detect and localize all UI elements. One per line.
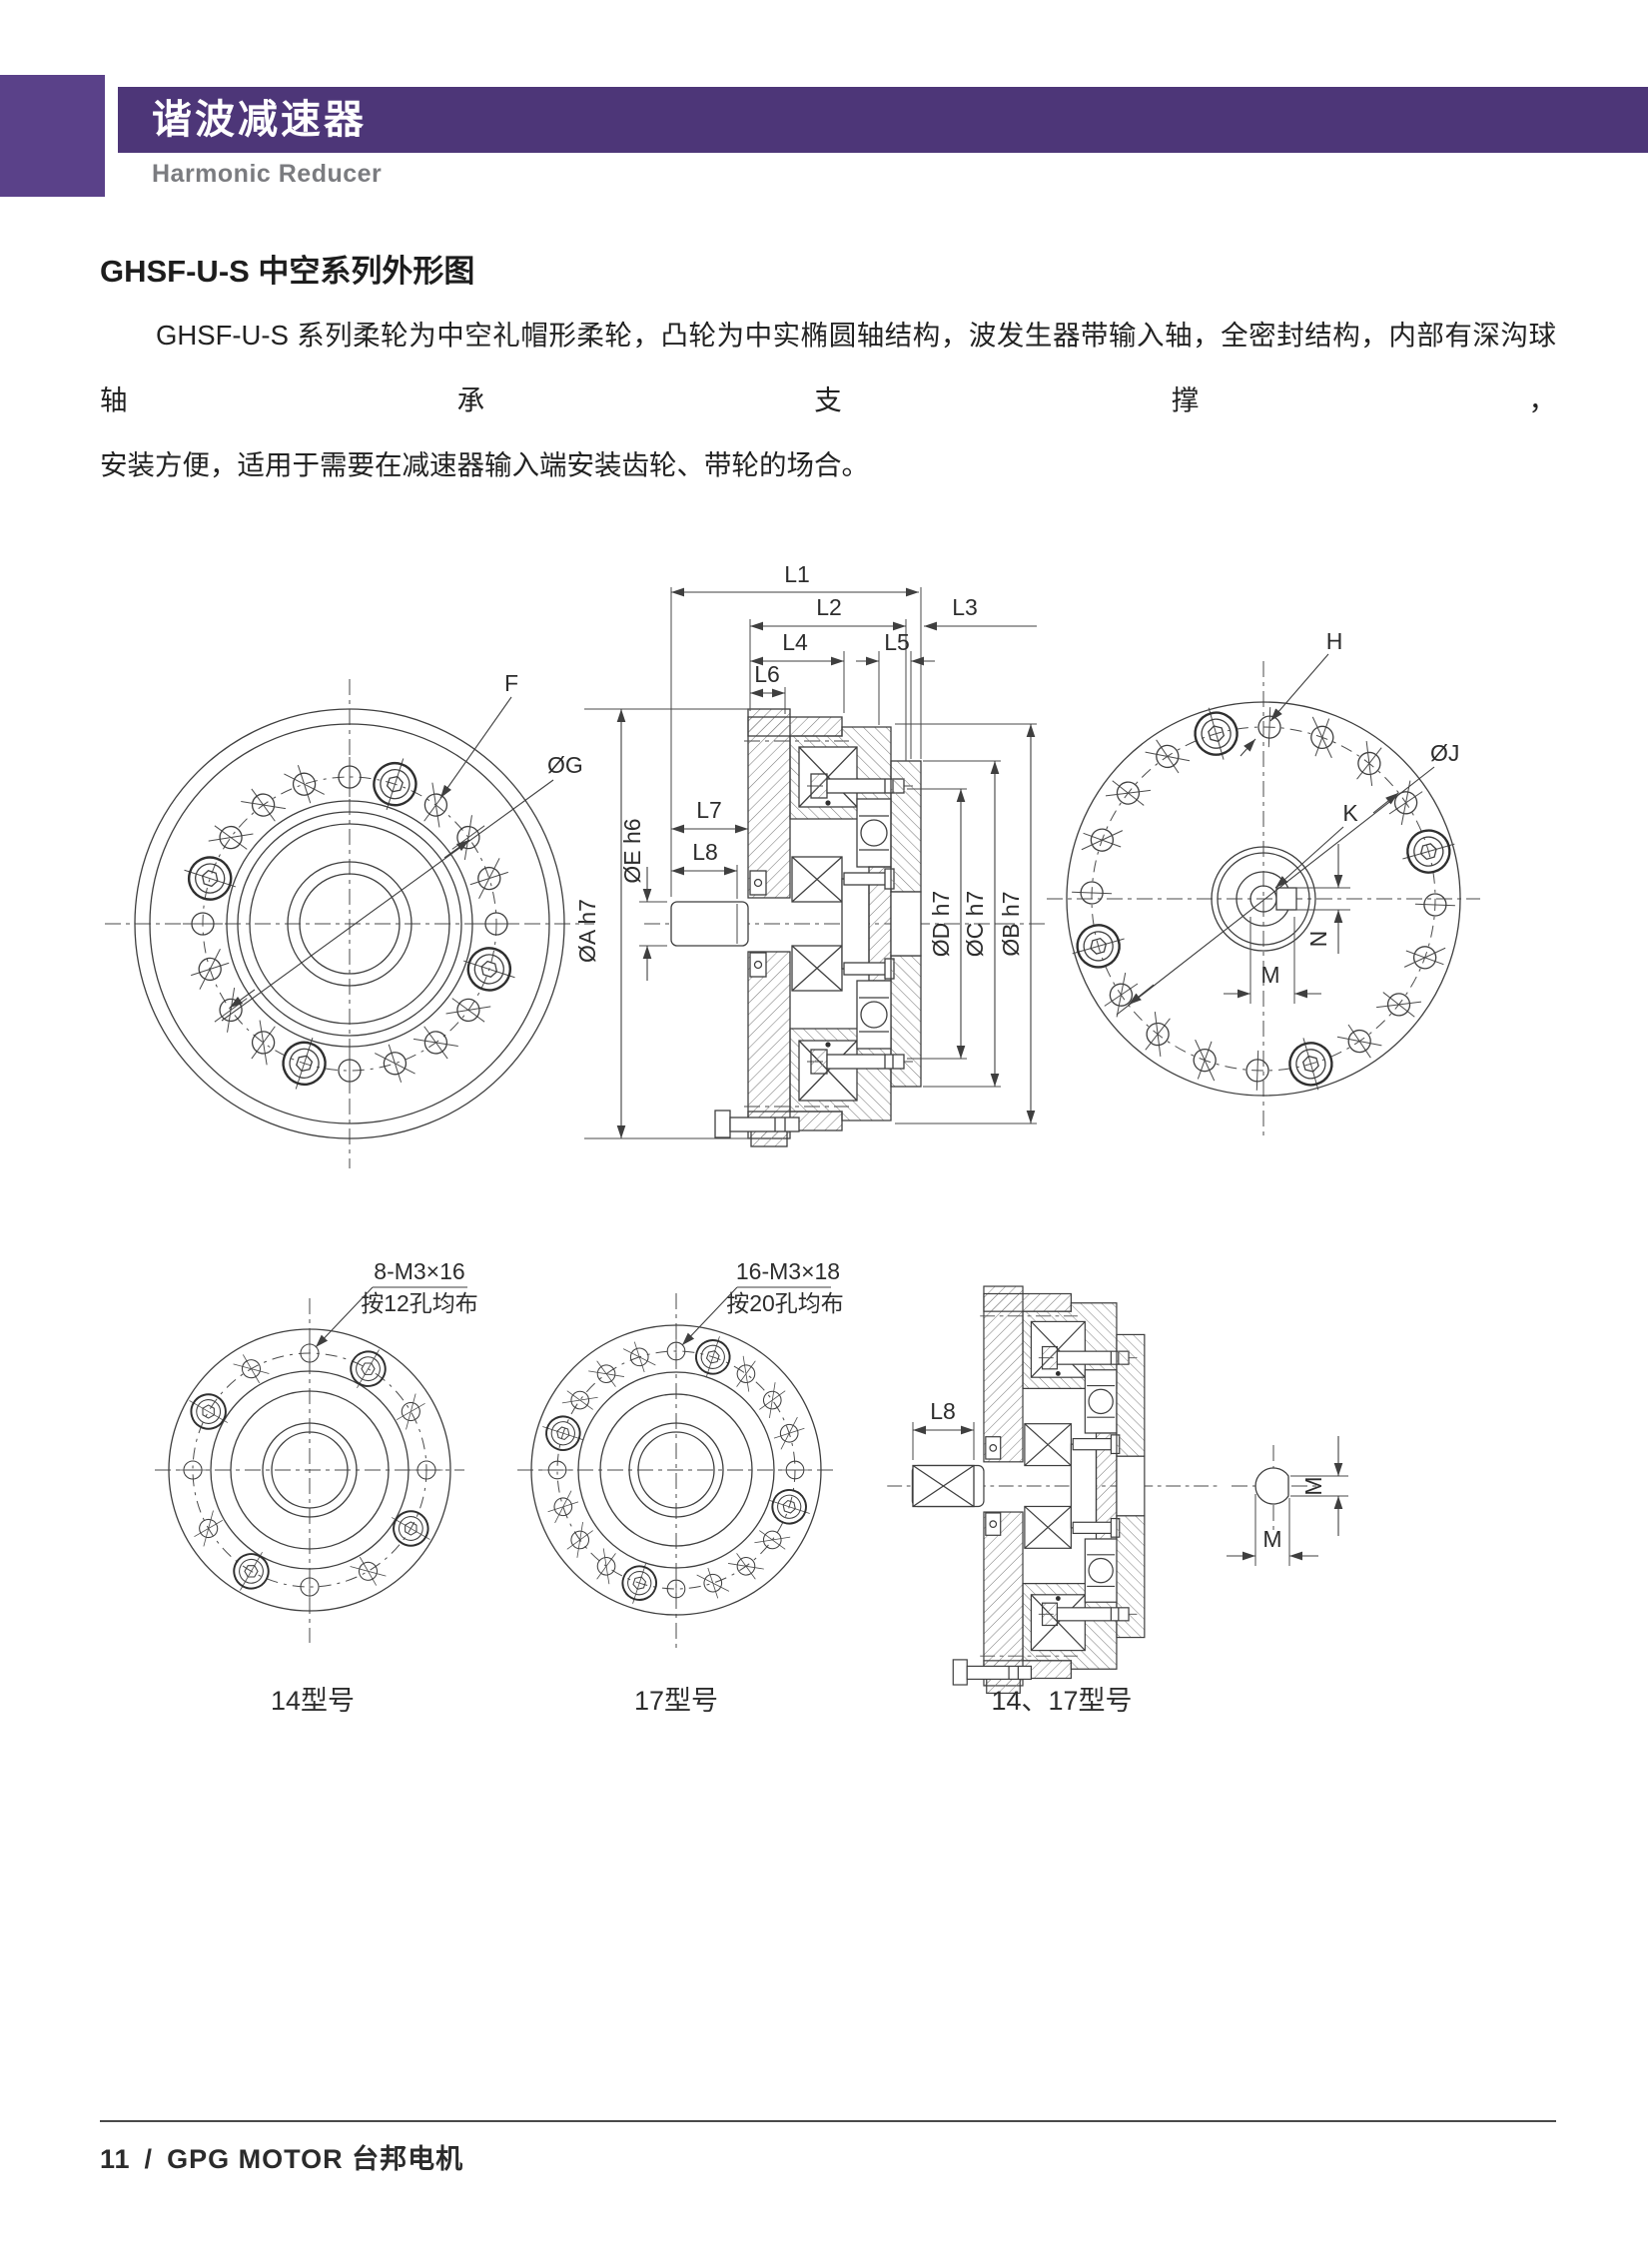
side-section-caption: 14、17型号 [991, 1686, 1132, 1716]
bolt-hole [1077, 817, 1128, 863]
intro-line-1: GHSF-U-S 系列柔轮为中空礼帽形柔轮，凸轮为中实椭圆轴结构，波发生器带输入… [100, 320, 1556, 415]
bolt-hole [373, 1039, 417, 1089]
shaft-detail-view: M M [1227, 1436, 1348, 1566]
bolt-hole [585, 1352, 627, 1395]
dim-label-dia-a2: ØA h7 [574, 899, 600, 963]
model17-callout-line2: 按20孔均布 [726, 1290, 844, 1316]
model14-caption: 14型号 [271, 1686, 355, 1716]
footer-page-number: 11 [100, 2144, 131, 2174]
bolt-hole [282, 759, 327, 809]
section-view: ØA h7 L1 L2 L3 L4 L5 L6 [574, 561, 1047, 1147]
rear-label-n: N [1305, 931, 1331, 948]
screw-head [179, 1384, 238, 1439]
screw-head [224, 1542, 279, 1601]
bolt-hole [1182, 1035, 1228, 1086]
front-label-g: ØG [547, 752, 583, 778]
dim-label-l6: L6 [754, 661, 780, 687]
screw-head [1065, 917, 1132, 976]
detail-label-m-vertical: M [1300, 1476, 1326, 1495]
footer-separator: / [144, 2144, 154, 2174]
detail-label-m-horizontal: M [1262, 1526, 1281, 1552]
rear-label-h: H [1326, 628, 1343, 654]
bolt-hole [1071, 880, 1114, 906]
side-dim-label-l8: L8 [930, 1398, 956, 1424]
screw-head [365, 750, 424, 818]
dim-label-dia-e: ØE h6 [619, 818, 645, 883]
intro-paragraph: GHSF-U-S 系列柔轮为中空礼帽形柔轮，凸轮为中实椭圆轴结构，波发生器带输入… [100, 303, 1556, 497]
rear-view: H ØJ K N M [1047, 628, 1480, 1136]
model17-view: 16-M3×18 按20孔均布 17型号 [517, 1258, 844, 1716]
screw-head [176, 849, 244, 909]
model17-callout-line1: 16-M3×18 [736, 1258, 840, 1284]
dim-label-l3: L3 [952, 594, 978, 620]
dim-label-l2: L2 [816, 594, 842, 620]
page-subtitle: Harmonic Reducer [152, 160, 383, 188]
bolt-hole [390, 1391, 432, 1432]
rear-label-m: M [1260, 962, 1279, 988]
rear-label-k: K [1342, 800, 1358, 826]
bolt-hole [621, 1337, 657, 1377]
bolt-hole [558, 1379, 601, 1421]
bolt-hole [725, 1545, 767, 1588]
section-title: GHSF-U-S 中空系列外形图 [100, 254, 475, 289]
bolt-hole [751, 1379, 794, 1421]
model17-caption: 17型号 [634, 1686, 718, 1716]
model14-callout-line1: 8-M3×16 [374, 1258, 464, 1284]
bolt-hole [1299, 712, 1345, 763]
side-section-view: L8 14、17型号 [886, 1285, 1219, 1716]
dim-label-dia-d: ØD h7 [928, 891, 954, 957]
dim-label-dia-b: ØB h7 [998, 891, 1024, 956]
header-band: 谐波减速器 [118, 87, 1648, 153]
footer-divider [100, 2120, 1556, 2122]
bolt-hole [725, 1352, 767, 1395]
bolt-hole [464, 856, 514, 901]
screw-head [382, 1501, 440, 1556]
screw-head [341, 1339, 396, 1398]
screw-head [1395, 822, 1462, 881]
dim-label-l7: L7 [696, 797, 722, 823]
bolt-hole [543, 1489, 583, 1525]
bolt-hole [585, 1545, 627, 1588]
screw-head [1187, 700, 1245, 767]
bolt-hole [1244, 1049, 1270, 1092]
model14-callout-line2: 按12孔均布 [361, 1290, 478, 1316]
page-title: 谐波减速器 [152, 98, 367, 142]
screw-head [275, 1030, 335, 1098]
bolt-hole [348, 1550, 389, 1593]
bolt-hole [769, 1415, 809, 1451]
bolt-hole [1413, 892, 1456, 918]
rear-label-j: ØJ [1430, 740, 1459, 766]
header-accent-bar [0, 75, 105, 197]
screw-head [1281, 1031, 1340, 1098]
bolt-hole [666, 1334, 686, 1368]
footer: 11 / GPG MOTOR 台邦电机 [100, 2137, 463, 2176]
bolt-hole [1399, 935, 1450, 981]
bolt-hole [695, 1563, 731, 1603]
bolt-hole [185, 947, 235, 992]
front-label-f: F [504, 670, 518, 696]
model14-view: 8-M3×16 按12孔均布 14型号 [155, 1258, 478, 1716]
dim-label-l5: L5 [884, 629, 910, 655]
bolt-hole [231, 1347, 272, 1390]
dim-label-l4: L4 [782, 629, 808, 655]
dim-label-l1: L1 [784, 561, 810, 587]
intro-line-2: 安装方便，适用于需要在减速器输入端安装齿轮、带轮的场合。 [100, 449, 869, 480]
dim-label-l8: L8 [692, 839, 718, 865]
footer-brand: GPG MOTOR 台邦电机 [167, 2144, 464, 2174]
bolt-hole [558, 1519, 601, 1561]
bolt-hole [751, 1519, 794, 1561]
screw-head [455, 939, 523, 999]
dim-label-dia-c: ØC h7 [962, 891, 988, 957]
bolt-hole [187, 1508, 230, 1549]
front-view: F ØG [105, 670, 594, 1168]
